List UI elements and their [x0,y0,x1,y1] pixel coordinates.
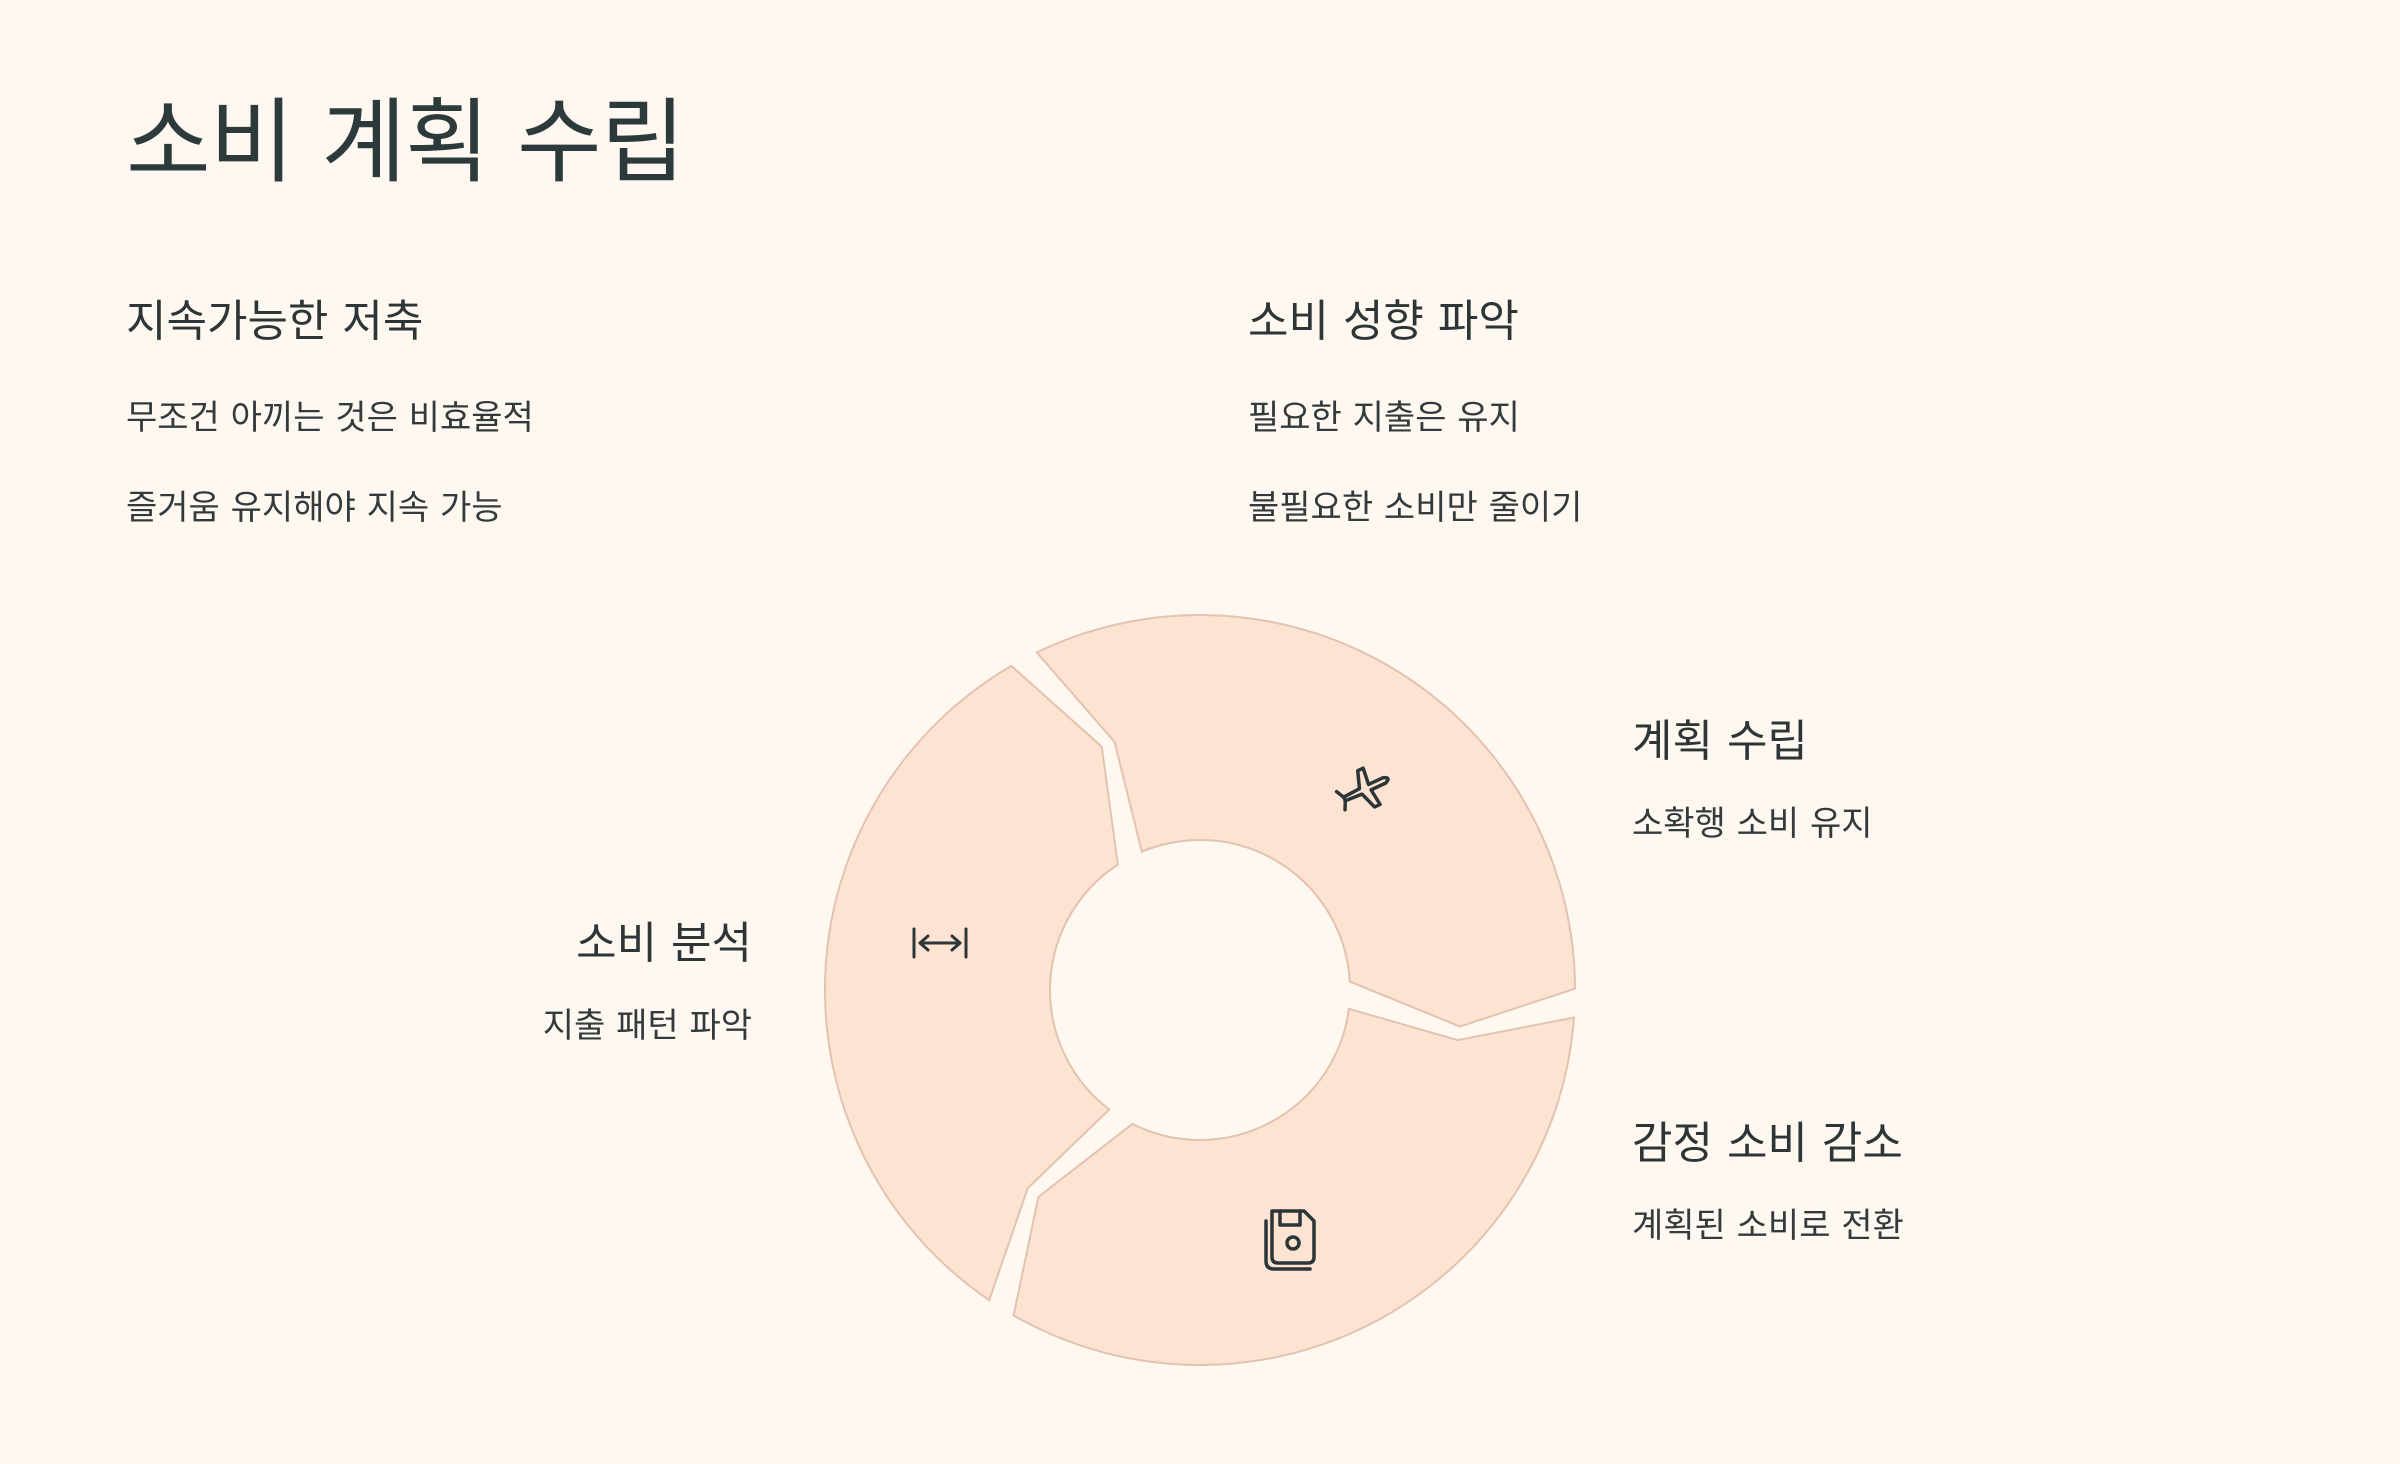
section-line: 즐거움 유지해야 지속 가능 [126,488,503,528]
section-line: 불필요한 소비만 줄이기 [1248,488,1583,528]
cycle-segment-2 [1012,1007,1576,1367]
cycle-segment-3 [824,664,1119,1302]
page-title: 소비 계획 수립 [126,89,685,196]
section-heading-sustainable-saving: 지속가능한 저축 [126,296,424,347]
step-heading-emotional-spending: 감정 소비 감소 [1632,1118,1903,1169]
step-heading-analysis: 소비 분석 [576,918,752,969]
airplane-icon [1334,766,1390,812]
floppy-disk-icon [1264,1209,1316,1271]
section-heading-spending-tendency: 소비 성향 파악 [1248,296,1519,347]
step-desc-plan: 소확행 소비 유지 [1632,804,1873,844]
horizontal-arrows-icon [912,927,968,959]
step-heading-plan: 계획 수립 [1632,716,1808,767]
cycle-segment-1 [1035,614,1577,1028]
cycle-segments [824,614,1577,1367]
section-line: 무조건 아끼는 것은 비효율적 [126,398,534,438]
step-desc-analysis: 지출 패턴 파악 [542,1006,752,1046]
section-line: 필요한 지출은 유지 [1248,398,1520,438]
step-desc-emotional-spending: 계획된 소비로 전환 [1632,1206,1904,1246]
